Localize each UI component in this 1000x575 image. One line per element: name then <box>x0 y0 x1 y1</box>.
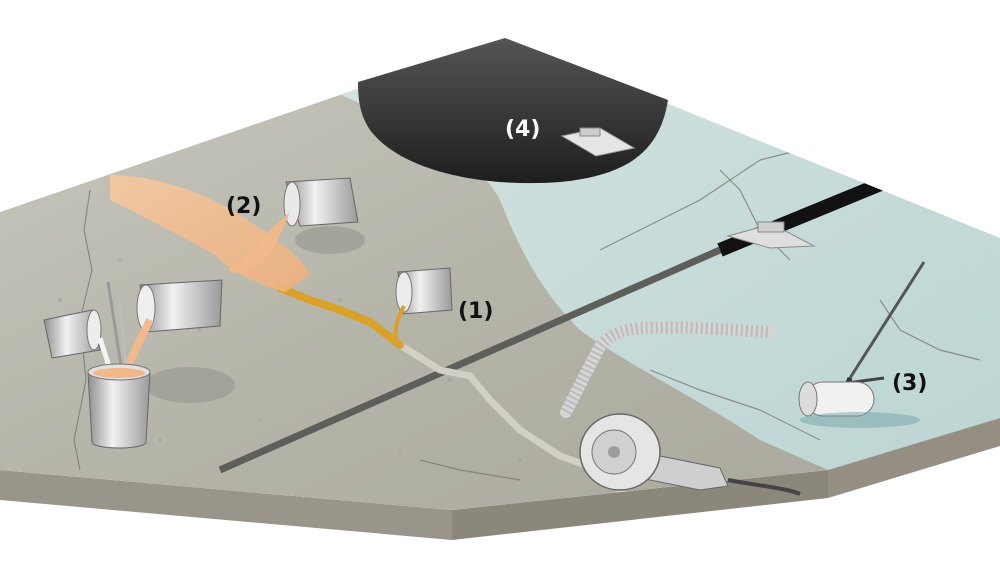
step-3-label: (3) <box>892 371 927 396</box>
stir-stick-icon <box>106 281 127 373</box>
saw-cut-joint <box>218 246 722 474</box>
step-1-label: (1) <box>458 299 493 324</box>
resin-filled-crack <box>276 284 404 349</box>
trowel-icon <box>726 221 816 249</box>
pour-bucket-icon <box>43 309 102 359</box>
resin-pour-stream <box>228 212 290 273</box>
paint-roller-icon <box>798 261 926 428</box>
trowel-icon <box>560 127 636 157</box>
pour-bucket-icon <box>283 177 359 227</box>
paint-bucket-icon <box>87 363 151 449</box>
amber-pour-stream <box>393 305 406 346</box>
pour-bucket-icon <box>395 267 453 315</box>
vacuum-hose-icon <box>560 321 776 418</box>
step-2-label: (2) <box>226 194 261 219</box>
angle-grinder-icon <box>579 413 801 496</box>
step-4-label: (4) <box>505 117 540 142</box>
pour-bucket-icon <box>136 279 223 333</box>
slab-side <box>0 418 1000 540</box>
